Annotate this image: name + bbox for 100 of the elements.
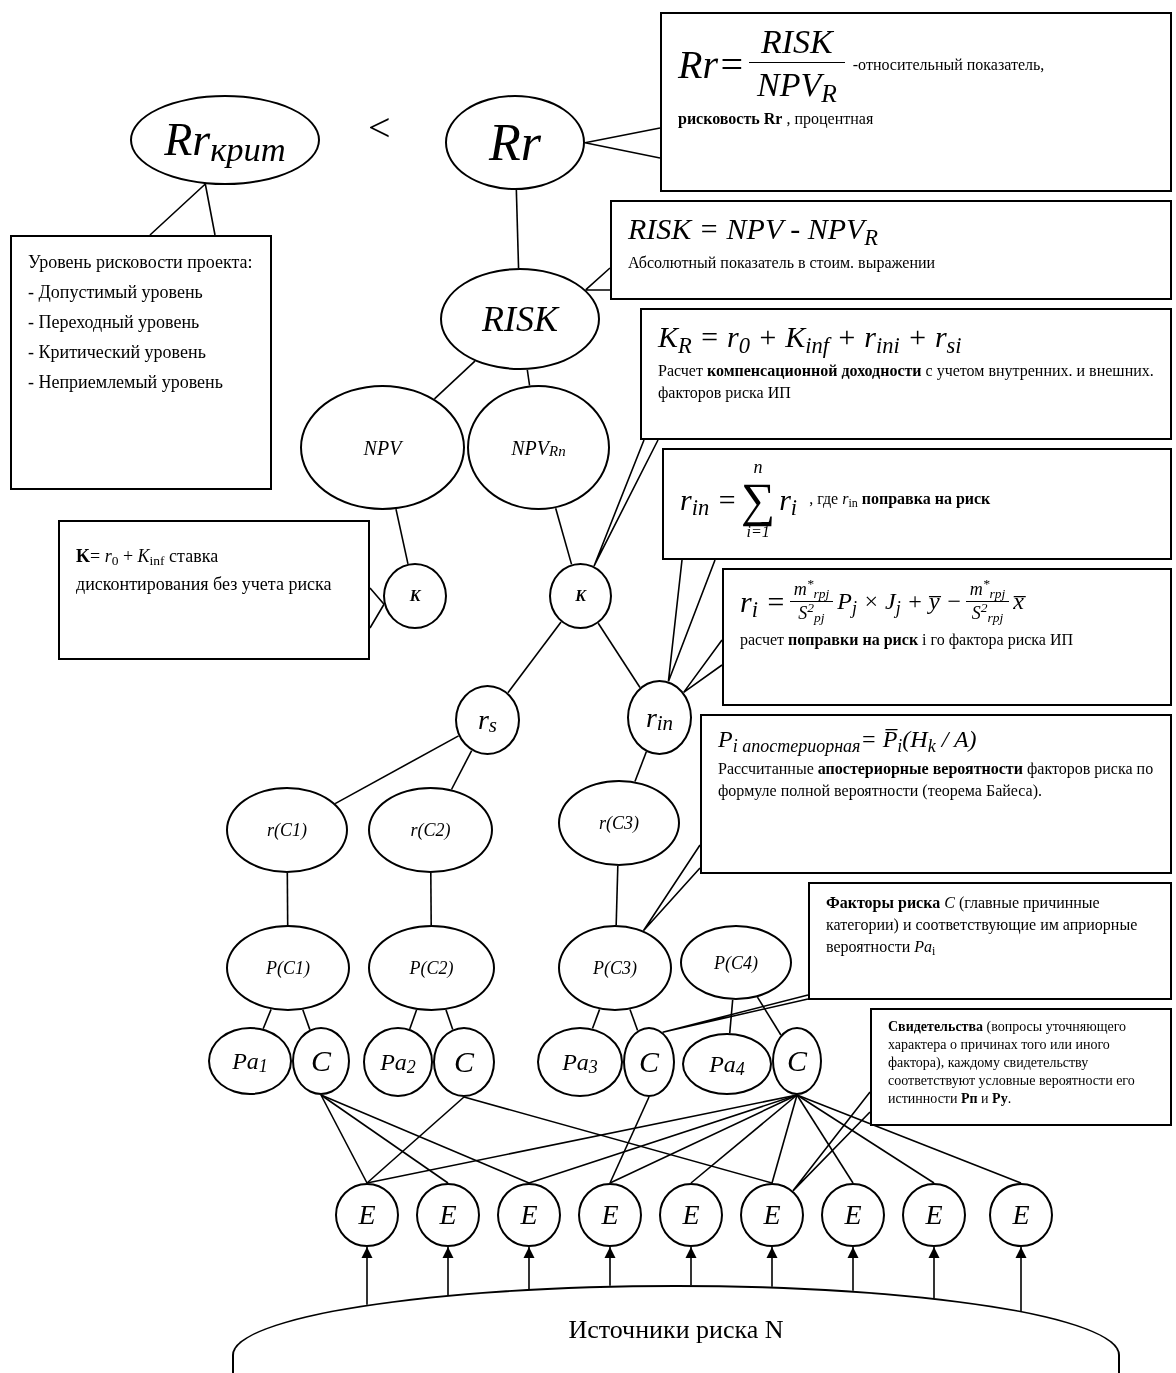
circle-node: Rr — [445, 95, 585, 190]
circle-node: E — [821, 1183, 885, 1247]
ellipse-node: RISK — [440, 268, 600, 370]
connector-line — [262, 1008, 272, 1030]
callout-text: - Неприемлемый уровень — [28, 371, 224, 394]
connector-line — [728, 999, 734, 1034]
callout-pointer — [792, 1091, 871, 1192]
connector-line — [690, 1094, 798, 1184]
circle-node: C — [433, 1027, 495, 1097]
circle-node: r$_{in}$ — [627, 680, 692, 755]
connector-line — [286, 872, 289, 926]
formula: r$_{in}$ = n ∑ i=1 r$_{i}$ — [680, 458, 798, 540]
formula: RISK = NPV - NPV$_{R}$ — [628, 211, 880, 248]
arrow — [361, 1246, 373, 1306]
ellipse-node: P(C1) — [226, 925, 350, 1011]
connector-line — [320, 1094, 449, 1184]
callout-text: Свидетельства (вопросы уточняющего характера о причинах того или иного фактора), каждому свидетельству соответствуют условные вероятности его истинности Рп и Ру. — [888, 1018, 1136, 1108]
circle-node: E — [578, 1183, 642, 1247]
circle-node: E — [740, 1183, 804, 1247]
ellipse-node: Pa$_{3}$ — [537, 1027, 623, 1097]
arrow — [685, 1246, 697, 1286]
circle-node: C — [772, 1027, 822, 1095]
circle-node: r$_{s}$ — [455, 685, 520, 755]
callout-box — [640, 308, 1172, 440]
ellipse-node: P(C4) — [680, 925, 792, 1000]
callout-pointer — [584, 267, 611, 291]
callout-text: , где r$_{in}$ поправка на риск — [809, 489, 991, 511]
connector-line — [320, 1094, 368, 1184]
callout-text: расчет поправки на риск i го фактора риска ИП — [740, 630, 1075, 651]
callout-text: - Переходный уровень — [28, 311, 201, 334]
circle-node: K — [549, 563, 612, 629]
connector-line — [366, 1096, 465, 1184]
circle-node: E — [416, 1183, 480, 1247]
arrow — [442, 1246, 454, 1296]
callout-box — [722, 568, 1172, 706]
connector-line — [609, 1096, 650, 1184]
circle-node: Pa$_{2}$ — [363, 1027, 433, 1097]
connector-line — [507, 621, 562, 694]
arrow — [766, 1246, 778, 1288]
ellipse-node: r(C3) — [558, 780, 680, 866]
callout-text: рисковость Rr , процентная — [678, 109, 875, 130]
arrow — [1015, 1246, 1027, 1312]
connector-line — [554, 507, 573, 566]
callout-box — [10, 235, 272, 490]
arrow — [928, 1246, 940, 1299]
ellipse-node: Pa$_{1}$ — [208, 1027, 292, 1095]
circle-node: C — [292, 1027, 350, 1095]
circle-node: E — [989, 1183, 1053, 1247]
callout-text: -относительный показатель, — [852, 54, 1045, 75]
less-than-sign: < — [368, 108, 391, 148]
connector-line — [463, 1096, 773, 1184]
circle-node: E — [659, 1183, 723, 1247]
callout-pointer — [584, 127, 661, 159]
callout-pointer — [667, 559, 716, 683]
callout-text: Факторы риска C (главные причинные категории) и соответствующие им априорные вероятности Pa$_{i}$ — [826, 893, 1139, 958]
connector-line — [445, 1009, 454, 1031]
ellipse-node: Pa$_{4}$ — [682, 1033, 772, 1095]
ellipse-node: P(C2) — [368, 925, 495, 1011]
callout-text: Расчет компенсационной доходности с учетом внутренних. и внешних. факторов риска ИП — [658, 360, 1154, 404]
connector-line — [591, 1008, 601, 1030]
circle-node: K — [383, 563, 447, 629]
callout-text: K= r$_{0}$ + K$_{inf}$ ставка дисконтирования без учета риска — [76, 545, 333, 596]
connector-line — [526, 369, 531, 387]
ellipse-node: P(C3) — [558, 925, 672, 1011]
callout-box — [610, 200, 1172, 300]
connector-line — [771, 1094, 798, 1184]
ellipse-node: Rr$_{крит}$ — [130, 95, 320, 185]
callout-box — [808, 882, 1172, 1000]
connector-line — [615, 865, 619, 926]
callout-text: - Допустимый уровень — [28, 281, 204, 304]
connector-line — [796, 1094, 854, 1184]
callout-pointer — [149, 183, 216, 236]
arrow — [847, 1246, 859, 1292]
connector-line — [433, 360, 476, 400]
callout-box — [58, 520, 370, 660]
connector-line — [629, 1008, 639, 1032]
connector-line — [796, 1094, 935, 1184]
callout-text: Рассчитанные апостериорные вероятности факторов риска по формуле полной вероятности (теорема Байеса). — [718, 759, 1154, 802]
circle-node: E — [335, 1183, 399, 1247]
connector-line — [634, 751, 648, 783]
callout-text: Уровень рисковости проекта: — [28, 251, 254, 274]
circle-node: E — [497, 1183, 561, 1247]
callout-pointer — [369, 587, 385, 629]
circle-node: E — [902, 1183, 966, 1247]
callout-text: Абсолютный показатель в стоим. выражении — [628, 252, 937, 274]
formula: K$_{R}$ = r$_{0}$ + K$_{inf}$ + r$_{ini}$ + r$_{si}$ — [658, 319, 963, 356]
connector-line — [796, 1094, 1022, 1184]
connector-line — [395, 508, 409, 565]
callout-pointer — [682, 639, 723, 694]
formula: P$_{i апостериорная}$= P̅$_{i}$(H$_{k}$ / A) — [718, 725, 978, 754]
callout-box — [700, 714, 1172, 874]
callout-pointer — [642, 844, 701, 932]
arrow — [604, 1246, 616, 1287]
circle-node: C — [623, 1027, 675, 1097]
connector-line — [430, 872, 432, 926]
ellipse-node: NPV$_{Rn}$ — [467, 385, 610, 510]
connector-line — [515, 189, 520, 269]
callout-box — [660, 12, 1172, 192]
ellipse-node: NPV — [300, 385, 465, 510]
ellipse-node: r(C2) — [368, 787, 493, 873]
